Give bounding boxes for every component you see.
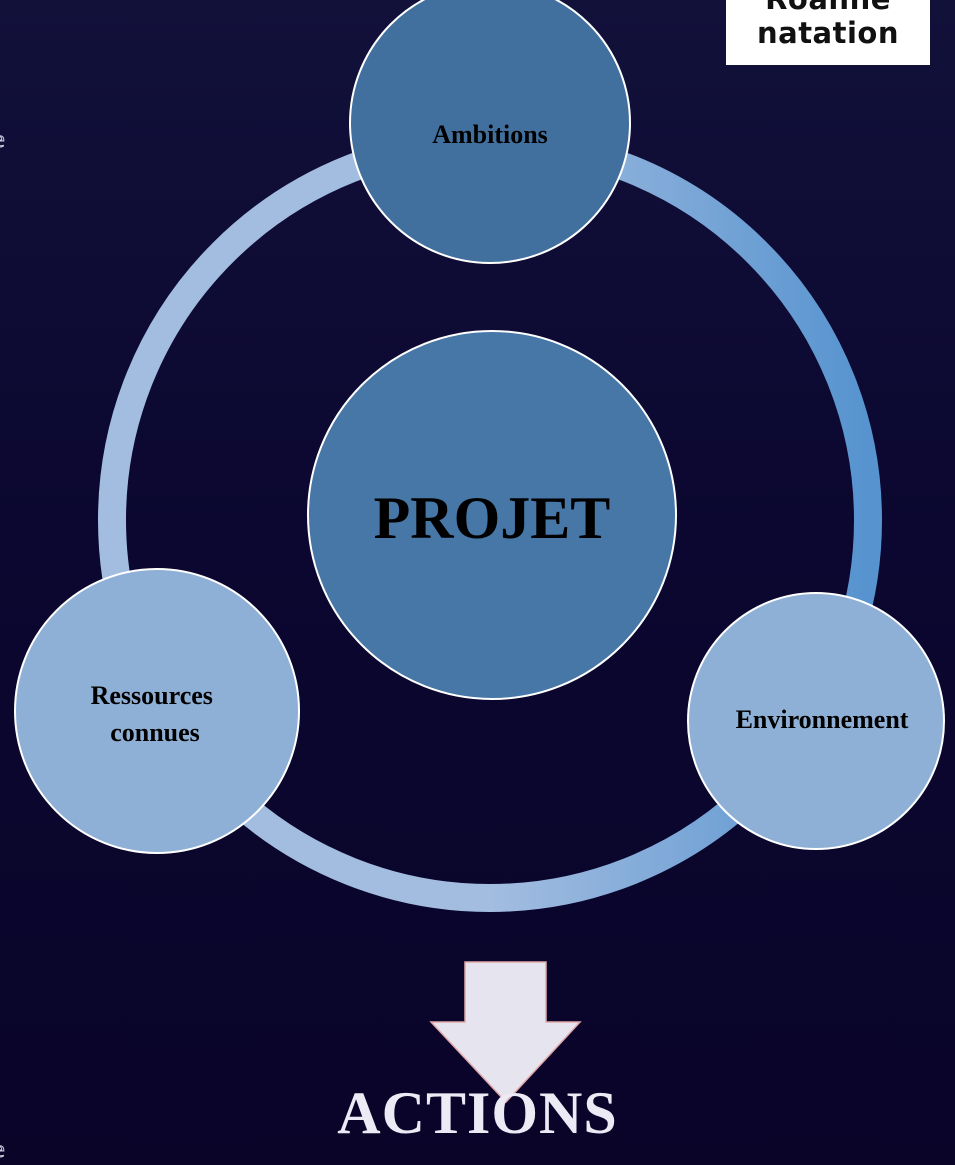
edge-glyph: e — [0, 1138, 14, 1163]
node-ressources-line-2: connues — [110, 718, 200, 747]
node-ressources-line-1: Ressources — [91, 681, 213, 710]
node-environnement — [687, 592, 945, 850]
node-ressources-connues — [14, 568, 300, 854]
node-ambitions-line: Ambitions — [432, 120, 548, 149]
logo-line-2: natation — [756, 16, 900, 50]
node-ambitions-label: Ambitions — [432, 120, 548, 149]
logo-line-1: Roanne — [726, 0, 930, 14]
node-ressources-label: Ressources connues — [91, 681, 220, 747]
node-environnement-label: Environnement — [736, 705, 909, 734]
center-circle — [307, 330, 677, 700]
club-logo: Roanne natation — [726, 0, 930, 65]
edge-glyph: e — [0, 128, 14, 153]
actions-title: ACTIONS — [337, 1080, 618, 1146]
node-ambitions — [349, 0, 631, 264]
down-arrow-icon — [429, 961, 582, 1104]
node-environnement-line: Environnement — [736, 705, 909, 734]
center-label: PROJET — [374, 485, 611, 551]
